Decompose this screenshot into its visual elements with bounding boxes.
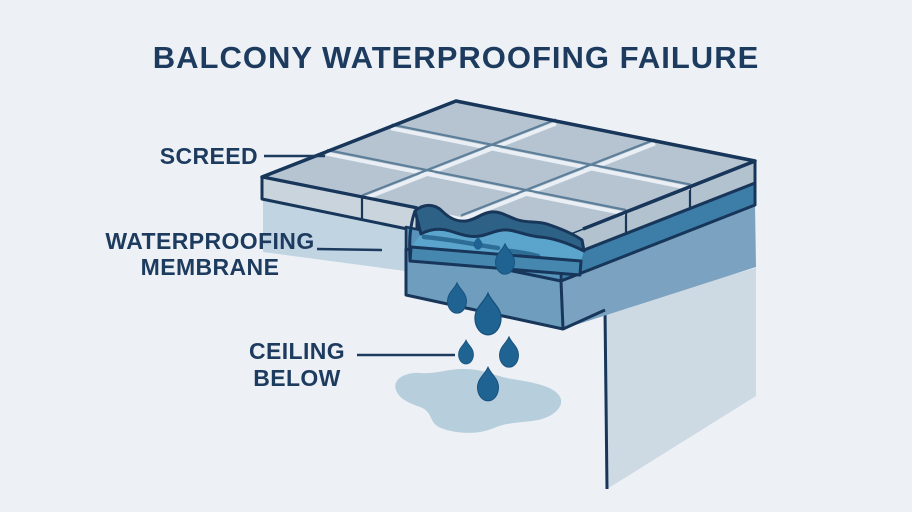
- wall-below-balcony: [605, 268, 756, 489]
- label-membrane-line2: MEMBRANE: [140, 254, 280, 280]
- tile-top-face: [262, 101, 755, 237]
- water-drop: [495, 242, 515, 275]
- water-drop: [499, 335, 519, 368]
- tile-grout-lines: [325, 118, 691, 222]
- water-streaks: [421, 234, 541, 259]
- label-ceiling-line1: CEILING: [248, 338, 346, 364]
- broken-screed-edge: [413, 203, 586, 253]
- membrane-leader-line: [316, 247, 383, 252]
- label-ceiling-below: CEILING BELOW: [217, 338, 377, 392]
- water-drop: [447, 281, 467, 314]
- deck-wall-step-line: [562, 308, 606, 331]
- water-drop: [458, 339, 474, 365]
- screed-side-tile-joints: [624, 186, 692, 234]
- water-drop: [474, 291, 502, 336]
- diagram-title: BALCONY WATERPROOFING FAILURE: [152, 40, 760, 75]
- wall-edge-line: [603, 309, 609, 490]
- label-ceiling-line2: BELOW: [253, 365, 341, 391]
- label-membrane-line1: WATERPROOFING: [105, 228, 315, 254]
- water-drip: [473, 236, 483, 250]
- label-waterproofing-membrane: WATERPROOFING MEMBRANE: [105, 228, 315, 280]
- deck-side-face: [561, 205, 756, 329]
- label-screed: SCREED: [159, 143, 258, 169]
- water-drop: [476, 365, 500, 402]
- screed-underside-shadow: [263, 200, 405, 271]
- ceiling-puddle: [395, 369, 562, 433]
- water-drops: [447, 236, 519, 402]
- pool-left-edge: [408, 210, 417, 262]
- leader-lines: [264, 154, 455, 357]
